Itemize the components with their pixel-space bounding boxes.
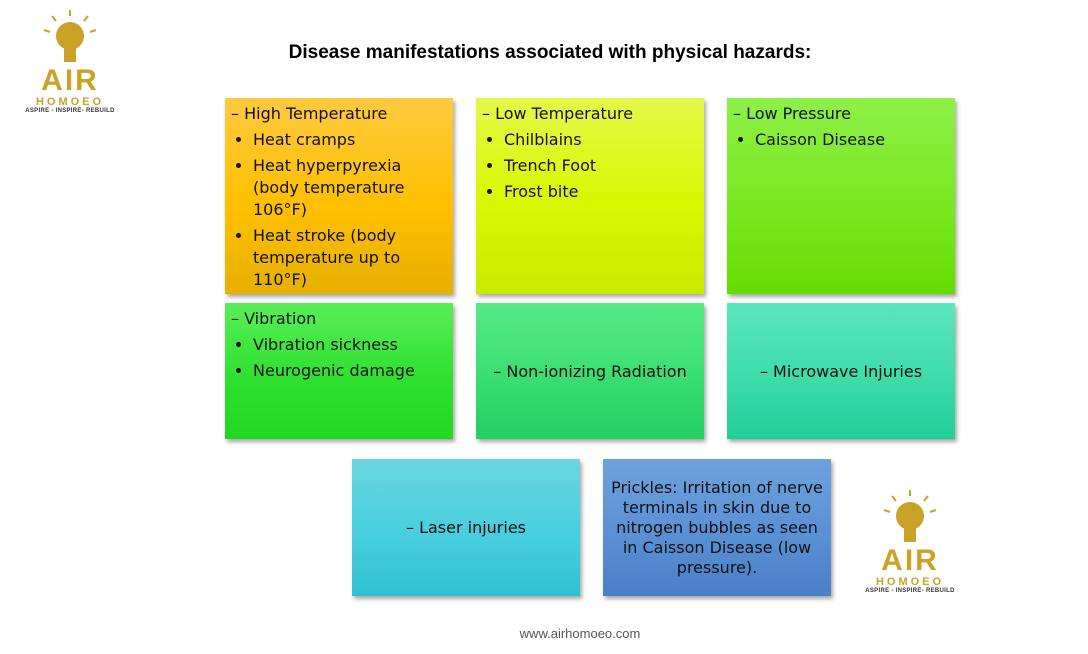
card-low-temperature: – Low Temperature ChilblainsTrench FootF… bbox=[476, 98, 704, 294]
logo-bottom: AIR HOMOEO ASPIRE - INSPIRE- REBUILD bbox=[862, 488, 958, 594]
card-microwave-injuries: – Microwave Injuries bbox=[727, 303, 955, 439]
page-title: Disease manifestations associated with p… bbox=[288, 42, 812, 63]
logo-top: AIR HOMOEO ASPIRE - INSPIRE- REBUILD bbox=[22, 8, 118, 114]
list-item: Heat hyperpyrexia (body temperature 106°… bbox=[253, 155, 447, 221]
bulb-icon bbox=[43, 10, 97, 62]
list-item: Heat cramps bbox=[253, 129, 447, 151]
list-item: Vibration sickness bbox=[253, 334, 447, 356]
list-item: Caisson Disease bbox=[755, 129, 949, 151]
card-high-temperature: – High Temperature Heat crampsHeat hyper… bbox=[225, 98, 453, 294]
footer-url: www.airhomoeo.com bbox=[519, 626, 641, 641]
list-item: Heat stroke (body temperature up to 110°… bbox=[253, 225, 447, 291]
card-laser-injuries: – Laser injuries bbox=[352, 459, 580, 596]
card-non-ionizing-radiation: – Non-ionizing Radiation bbox=[476, 303, 704, 439]
list-item: Frost bite bbox=[504, 181, 698, 203]
list-item: Chilblains bbox=[504, 129, 698, 151]
card-vibration: – Vibration Vibration sicknessNeurogenic… bbox=[225, 303, 453, 439]
card-low-pressure: – Low Pressure Caisson Disease bbox=[727, 98, 955, 294]
bulb-icon bbox=[883, 490, 937, 542]
card-prickles: Prickles: Irritation of nerve terminals … bbox=[603, 459, 831, 596]
list-item: Neurogenic damage bbox=[253, 360, 447, 382]
list-item: Trench Foot bbox=[504, 155, 698, 177]
